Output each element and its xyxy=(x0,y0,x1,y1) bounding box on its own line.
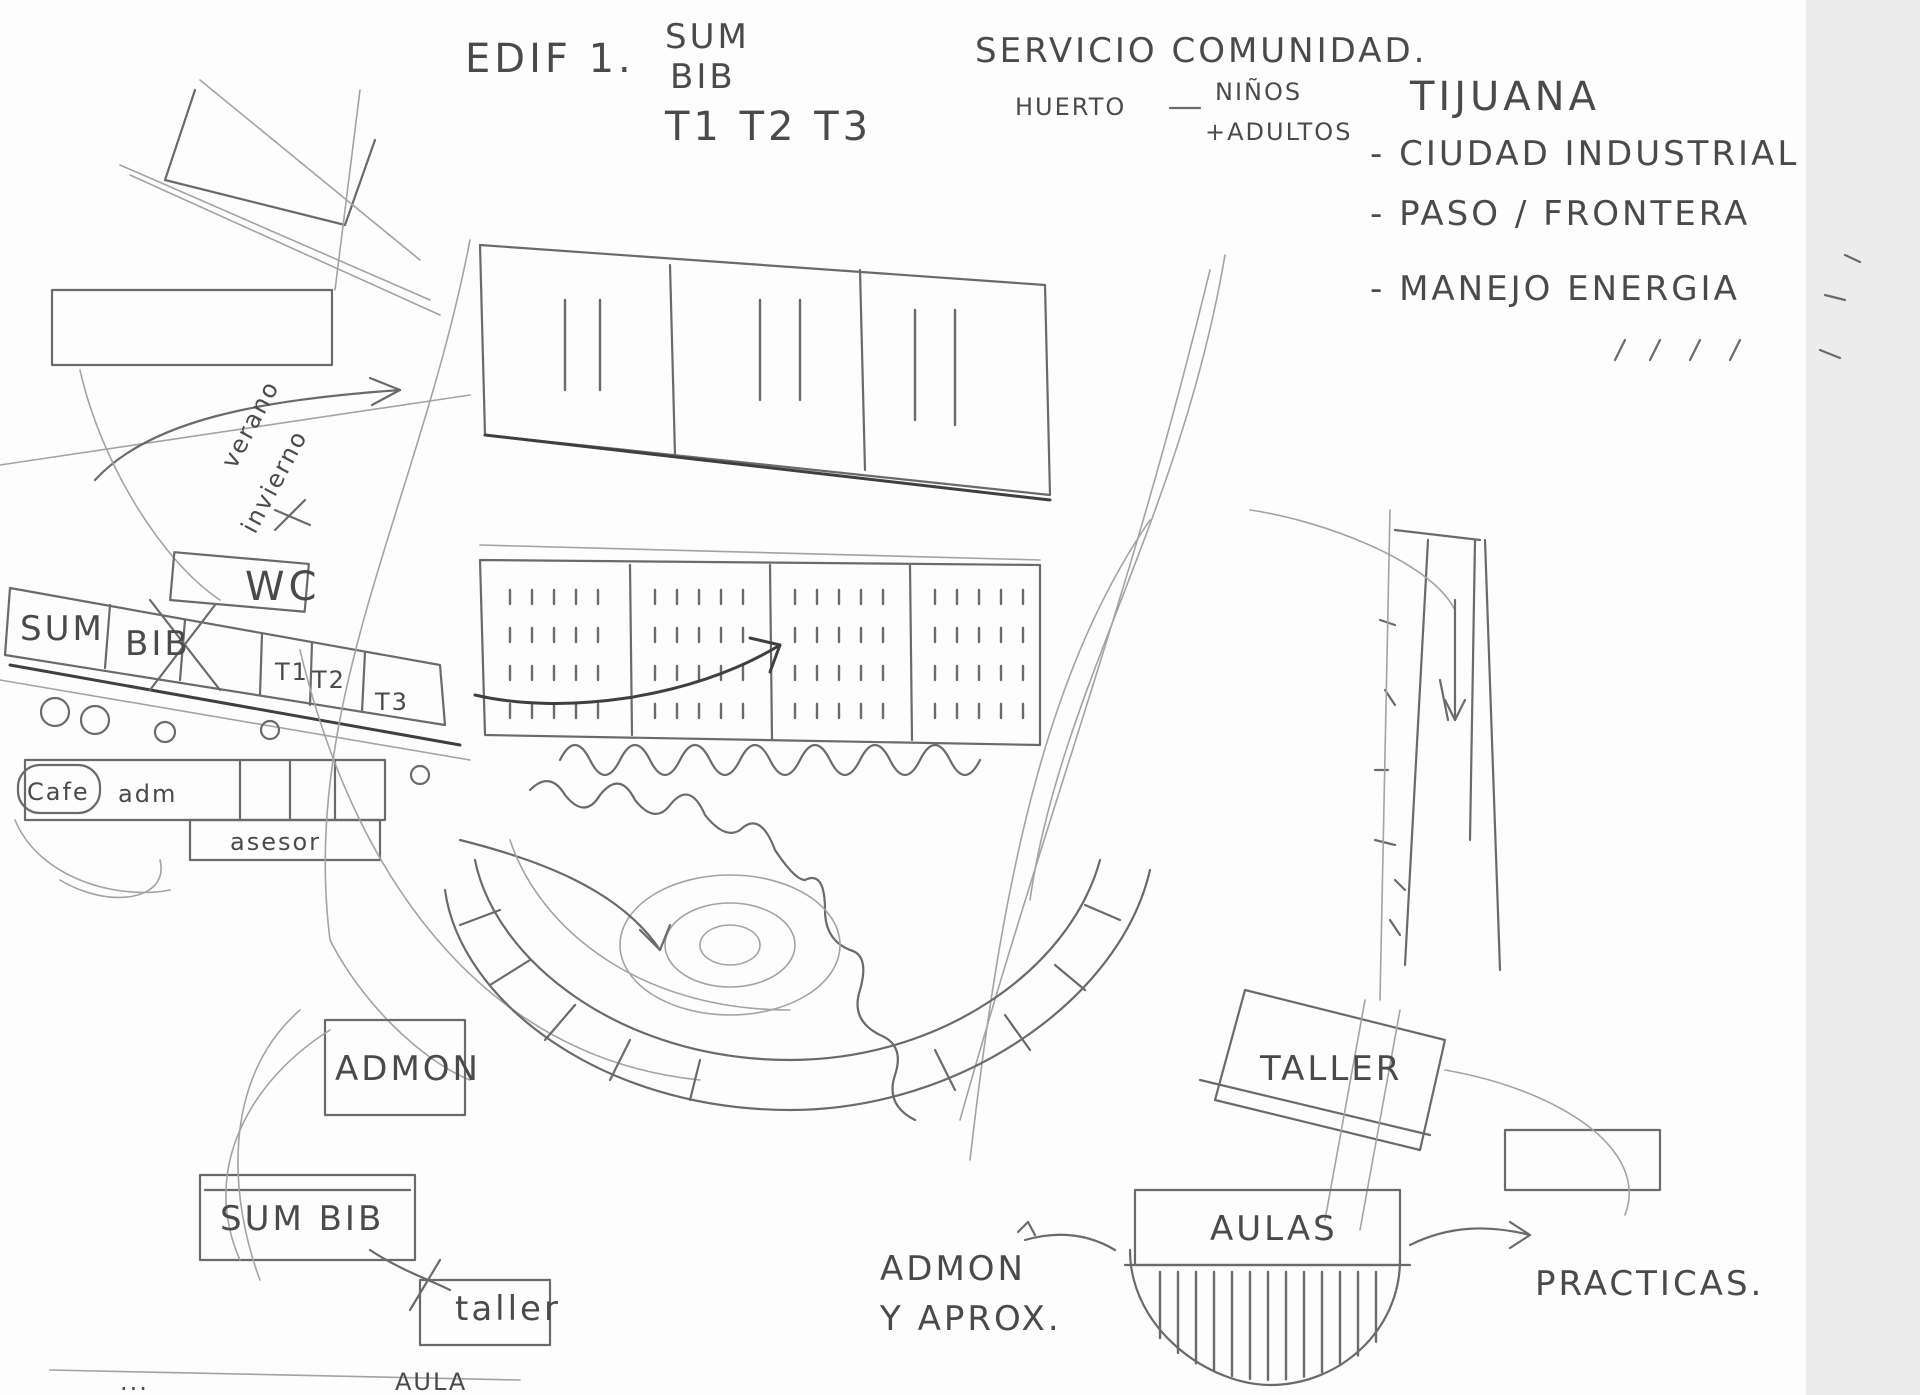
scan-margin xyxy=(1806,0,1920,1395)
left-building-block xyxy=(0,551,471,899)
ninos-label: NIÑOS xyxy=(1215,76,1302,106)
sum-bib-label: SUM BIB xyxy=(220,1199,384,1239)
arc-pavilion xyxy=(443,839,1152,1112)
lower-left-sketch xyxy=(49,1009,552,1381)
right-road xyxy=(1249,509,1502,1001)
admon-label-left: ADMON xyxy=(335,1049,481,1089)
taller-label-left: taller xyxy=(455,1289,561,1329)
bib-label: BIB xyxy=(125,624,191,664)
tree-circles xyxy=(39,696,431,786)
flow-arrow xyxy=(473,636,782,705)
energy-marks xyxy=(1613,253,1862,362)
asesor-label: asesor xyxy=(230,828,321,856)
practicas-label: PRACTICAS. xyxy=(1535,1264,1764,1304)
admon-label-right: ADMON xyxy=(880,1249,1026,1289)
funnel-curves xyxy=(299,239,1226,1161)
wavy-path xyxy=(528,743,982,1122)
note-paso-frontera: - PASO / FRONTERA xyxy=(1370,194,1750,234)
tijuana-label: TIJUANA xyxy=(1409,74,1600,120)
t1-label: T1 xyxy=(274,658,309,686)
aulas-hatch xyxy=(1158,1270,1378,1382)
season-arrow xyxy=(79,369,402,601)
y-aprox-label: Y APROX. xyxy=(879,1299,1062,1339)
program-t: T1 T2 T3 xyxy=(664,104,872,150)
building-windows xyxy=(508,588,1025,720)
plaza-rings xyxy=(458,838,841,1016)
adultos-label: +ADULTOS xyxy=(1205,118,1352,146)
edif-label: EDIF 1. xyxy=(465,36,635,82)
aulas-label: AULAS xyxy=(1210,1209,1338,1249)
season-cross xyxy=(273,498,312,532)
adm-label: adm xyxy=(118,780,177,808)
program-sum: SUM xyxy=(665,17,750,57)
top-bar-block xyxy=(478,243,1052,502)
note-ciudad-industrial: - CIUDAD INDUSTRIAL xyxy=(1370,134,1799,174)
upper-left-volumes xyxy=(0,79,471,466)
servicio-comunidad-label: SERVICIO COMUNIDAD. xyxy=(975,31,1427,71)
sum-label: SUM xyxy=(20,609,105,649)
huerto-label: HUERTO xyxy=(1015,93,1126,121)
wc-label: WC xyxy=(245,564,320,610)
cafe-label: Cafe xyxy=(27,778,90,806)
lower-right-sketch xyxy=(1123,988,1662,1387)
bottom-label-2: AULA xyxy=(395,1368,467,1395)
t2-label: T2 xyxy=(311,666,346,694)
program-bib: BIB xyxy=(670,57,736,97)
note-manejo-energia: - MANEJO ENERGIA xyxy=(1370,269,1740,309)
middle-building-row xyxy=(478,544,1042,747)
lower-right-arrows xyxy=(1016,1220,1532,1252)
t3-label: T3 xyxy=(374,688,409,716)
bottom-label-1: ... xyxy=(120,1368,149,1395)
taller-label-right: TALLER xyxy=(1259,1049,1402,1089)
